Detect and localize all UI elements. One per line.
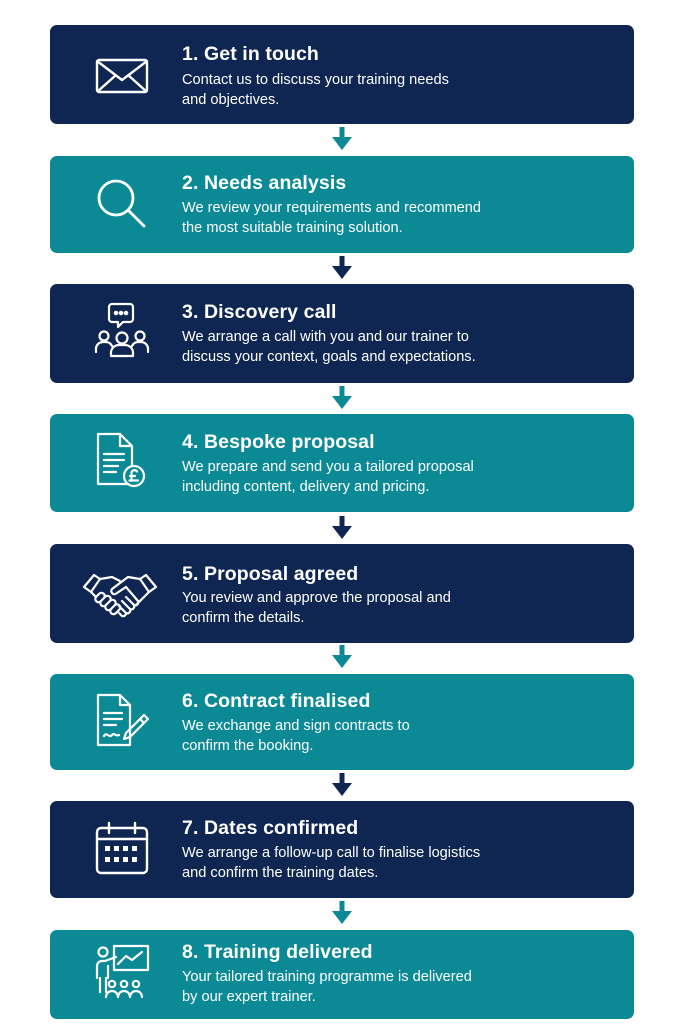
step-title: 3. Discovery call <box>182 301 337 323</box>
envelope-icon <box>94 47 150 103</box>
step-discovery-call: 3. Discovery call We arrange a call with… <box>50 284 634 383</box>
group-chat-icon <box>94 302 150 358</box>
magnifier-icon <box>94 176 150 232</box>
step-description: Contact us to discuss your training need… <box>182 72 449 108</box>
step-description: We arrange a follow-up call to finalise … <box>182 845 481 881</box>
step-get-in-touch: 1. Get in touch Contact us to discuss yo… <box>50 25 634 124</box>
trainer-presentation-icon <box>94 944 150 1000</box>
step-title: 1. Get in touch <box>182 43 319 65</box>
step-description: We arrange a call with you and our train… <box>182 329 476 365</box>
step-title: 2. Needs analysis <box>182 172 347 194</box>
step-title: 4. Bespoke proposal <box>182 431 375 453</box>
step-title: 6. Contract finalised <box>182 690 371 712</box>
step-description: Your tailored training programme is deli… <box>182 969 472 1005</box>
calendar-icon <box>94 820 150 876</box>
step-training-delivered: 8. Training delivered Your tailored trai… <box>50 930 634 1019</box>
step-contract-finalised: 6. Contract finalised We exchange and si… <box>50 674 634 770</box>
arrow-down-icon <box>331 773 353 797</box>
arrow-down-icon <box>331 901 353 925</box>
step-title: 5. Proposal agreed <box>182 563 359 585</box>
step-bespoke-proposal: 4. Bespoke proposal We prepare and send … <box>50 414 634 512</box>
step-needs-analysis: 2. Needs analysis We review your require… <box>50 156 634 253</box>
arrow-down-icon <box>331 386 353 410</box>
arrow-down-icon <box>331 645 353 669</box>
step-description: We prepare and send you a tailored propo… <box>182 459 474 495</box>
arrow-down-icon <box>331 127 353 151</box>
arrow-down-icon <box>331 516 353 540</box>
handshake-icon <box>82 565 158 621</box>
document-pound-icon <box>94 432 150 488</box>
step-dates-confirmed: 7. Dates confirmed We arrange a follow-u… <box>50 801 634 898</box>
step-title: 8. Training delivered <box>182 941 373 963</box>
step-proposal-agreed: 5. Proposal agreed You review and approv… <box>50 544 634 643</box>
step-title: 7. Dates confirmed <box>182 817 359 839</box>
contract-pen-icon <box>94 693 150 749</box>
step-description: We review your requirements and recommen… <box>182 200 482 236</box>
arrow-down-icon <box>331 256 353 280</box>
